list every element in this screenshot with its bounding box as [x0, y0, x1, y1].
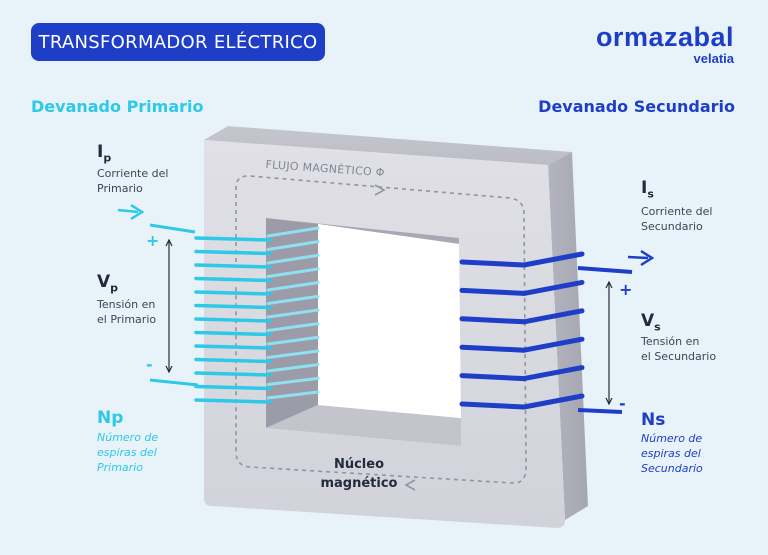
core-front-face: [204, 140, 565, 528]
primary-coil-turn: [194, 384, 272, 391]
primary-input-wire: [149, 223, 196, 234]
secondary-coil-turn-side: [521, 393, 585, 410]
secondary-coil-turn: [459, 287, 527, 296]
primary-coil-turn-back: [266, 322, 320, 332]
primary-coil-turn: [194, 344, 272, 350]
primary-voltage-symbol: Vp: [97, 272, 119, 295]
primary-coil-turn: [194, 371, 272, 377]
secondary-coil-turn-side: [521, 336, 585, 353]
secondary-coil-turn-side: [521, 251, 585, 268]
secondary-coil-turn-side: [521, 365, 585, 382]
primary-current-arrowhead: [130, 203, 145, 221]
primary-coil-turn-back: [266, 335, 320, 346]
primary-coil-turn-back: [266, 267, 320, 278]
primary-coil-turn: [194, 290, 272, 296]
flux-arrow-top: [374, 184, 386, 196]
secondary-turns-symbol: Ns: [641, 410, 666, 430]
primary-coil-turn: [194, 263, 272, 269]
title-banner: TRANSFORMADOR ELÉCTRICO: [31, 23, 325, 61]
secondary-coil-turn-side: [521, 279, 585, 296]
primary-voltage-arrowhead-top: [165, 238, 173, 247]
secondary-coil-turn: [459, 344, 527, 353]
primary-minus-sign: -: [146, 355, 153, 374]
primary-coil-turn-back: [266, 253, 320, 265]
primary-coil-turn-back: [266, 281, 320, 292]
window-back: [318, 224, 461, 418]
secondary-coil-turn-side: [521, 308, 585, 325]
core-top-face: [204, 126, 572, 165]
primary-plus-sign: +: [146, 231, 160, 250]
diagram-title: TRANSFORMADOR ELÉCTRICO: [38, 31, 318, 53]
brand-name: ormazabal: [595, 22, 734, 52]
flux-path: [235, 175, 527, 484]
primary-coil-turn: [194, 357, 272, 364]
primary-coil-turn-back: [266, 308, 320, 319]
secondary-voltage-symbol: Vs: [641, 311, 661, 334]
primary-coil-turn-back: [266, 376, 320, 386]
primary-coil: [194, 226, 320, 404]
primary-coil-turn: [194, 330, 272, 337]
flux-arrow-bottom: [404, 479, 416, 491]
secondary-output-wire: [577, 266, 633, 274]
primary-coil-turn-back: [266, 390, 320, 400]
brand-logo: ormazabal velatia: [596, 22, 734, 66]
secondary-current-arrow: [627, 255, 649, 260]
primary-voltage-arrowhead-bottom: [165, 365, 173, 374]
primary-coil-turn: [194, 317, 272, 323]
primary-coil-turn-back: [266, 363, 320, 373]
primary-current-symbol: Ip: [97, 142, 112, 165]
primary-heading: Devanado Primario: [31, 97, 204, 116]
primary-coil-turn: [194, 398, 272, 404]
secondary-current-symbol: Is: [641, 178, 654, 201]
secondary-voltage-arrowhead-top: [605, 280, 613, 289]
secondary-coil-turn: [459, 259, 527, 268]
primary-coil-turn: [194, 236, 272, 242]
primary-coil-turn-back: [266, 349, 320, 359]
secondary-current-arrowhead: [640, 249, 655, 267]
primary-coil-turn: [194, 249, 272, 256]
primary-turns-symbol: Np: [97, 408, 124, 428]
window-bottom-wall: [266, 405, 461, 446]
secondary-return-wire: [577, 408, 623, 414]
primary-output-wire: [149, 378, 199, 387]
brand-sub: velatia: [693, 51, 734, 66]
primary-coil-turn-back: [266, 294, 320, 305]
secondary-heading: Devanado Secundario: [538, 97, 735, 116]
core-right-face: [548, 152, 588, 520]
primary-coil-turn-back: [266, 240, 320, 251]
primary-current-arrow: [117, 208, 139, 214]
primary-coil-turn: [194, 276, 272, 283]
secondary-coil-turn: [459, 373, 527, 382]
secondary-minus-sign: -: [619, 394, 626, 413]
secondary-coil-turn: [459, 316, 527, 325]
primary-coil-turn-back: [266, 226, 320, 238]
secondary-voltage-arrowhead-bottom: [605, 397, 613, 406]
secondary-coil: [459, 251, 585, 410]
secondary-plus-sign: +: [619, 280, 633, 299]
secondary-coil-turn: [459, 401, 527, 410]
primary-coil-turn: [194, 303, 272, 310]
